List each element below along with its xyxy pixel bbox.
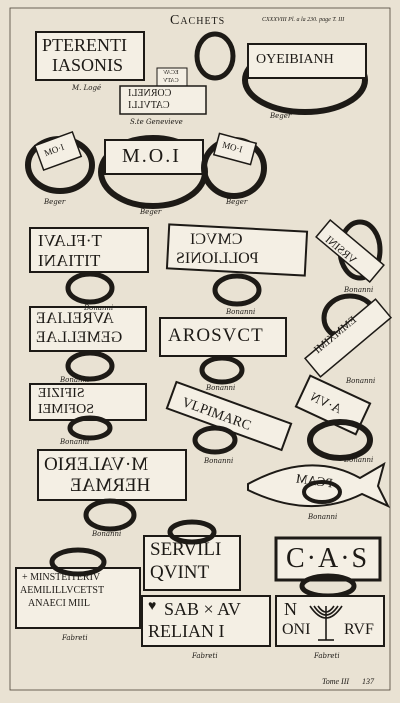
page-number: 137 [362, 677, 374, 686]
minsteit-source: Fabreti [62, 634, 88, 642]
menorah-icon [309, 605, 343, 641]
flavi-stamp [29, 227, 149, 273]
arosuct-text: AROSVCT [168, 325, 264, 346]
pterenti-line2: IASONIS [52, 55, 124, 75]
ring-left-source: Beger [44, 198, 66, 206]
cas-text: C·A·S [286, 543, 370, 574]
oyeibianh-bezel [247, 43, 367, 79]
sab-heart-icon: ♥ [148, 599, 157, 614]
pterenti-stamp [35, 31, 145, 81]
pollionis-source: Bonanni [226, 308, 256, 316]
pcam-source: Bonanni [308, 513, 338, 521]
small-stamp-line2: CATV [163, 78, 179, 84]
plate-title: Cachets [170, 13, 226, 28]
catulli-stamp [119, 85, 207, 115]
avn-source: Bonanni [344, 456, 374, 464]
aureliae-line1: AVRELIAE [36, 310, 114, 327]
moi-source: Beger [140, 208, 162, 216]
minsteit-line3: ANAECI MIIL [28, 598, 90, 609]
moi-bezel [104, 139, 204, 175]
menorah-right: RVF [344, 621, 374, 638]
aureliae-source: Bonanni [60, 376, 90, 384]
ring-right-source: Beger [226, 198, 248, 206]
pcam-fish-stamp [247, 461, 391, 509]
servili-line1: SERVILI [150, 539, 222, 560]
menorah-stamp [275, 595, 385, 647]
sifizie-stamp [29, 383, 147, 421]
valerio-stamp [37, 449, 187, 501]
moi-text: M.O.I [122, 145, 181, 167]
flavi-line1: T·FLAVI [38, 231, 102, 250]
pterenti-source: M. Logé [72, 84, 102, 92]
volume-label: Tome III [322, 677, 350, 686]
rsini-source: Bonanni [344, 286, 374, 294]
pollionis-line2: POLLIONIS [176, 250, 259, 267]
pollionis-line1: CMVCI [190, 231, 243, 248]
pterenti-line1: PTERENTI [42, 35, 127, 55]
flavi-line2: TITIANI [38, 251, 101, 270]
menorah-left-bottom: ONI [282, 621, 311, 638]
arosuct-source: Bonanni [206, 384, 236, 392]
arosuct-stamp [159, 317, 287, 357]
small-stamp-line1: ECAV [163, 70, 179, 76]
avn-stamp [294, 374, 372, 436]
valerio-source: Bonanni [92, 530, 122, 538]
aureliae-line2: GEMELLAE [36, 329, 123, 346]
sifizie-source: Bonanni [60, 438, 90, 446]
emmximi-stamp [303, 298, 393, 378]
valerio-line2: HERMAE [70, 475, 151, 496]
plate-reference: CXXXVIII Pl. a la 230. page T. III [262, 17, 345, 23]
flavi-source: Bonanni [84, 304, 114, 312]
oyeibianh-text: OYEIBIANH [256, 52, 334, 67]
servili-stamp [143, 535, 241, 591]
minsteit-line2: AEMILILLVCETST [20, 585, 105, 596]
sifizie-line1: SIFIZIE [38, 386, 85, 401]
minsteit-line1: + MINSTEITERIV [22, 572, 101, 583]
sab-source: Fabreti [192, 652, 218, 660]
servili-line2: QVINT [150, 562, 210, 583]
plate-border [9, 7, 391, 691]
minsteit-stamp [15, 567, 141, 629]
emmximi-source: Bonanni [346, 377, 376, 385]
ulpimarc-source: Bonanni [204, 457, 234, 465]
valerio-line1: M·VALERIO [44, 454, 149, 475]
catulli-source: S.te Genevieve [130, 118, 183, 126]
menorah-left-top: N [284, 599, 297, 619]
sab-line1: SAB × AV [164, 599, 241, 619]
catulli-line1: CORNELI [128, 88, 172, 99]
sab-line2: RELIAN I [148, 621, 225, 641]
cas-source: Fabreti [314, 652, 340, 660]
catulli-line2: CATVLLI [128, 100, 170, 111]
rsini-stamp [315, 219, 385, 283]
sab-stamp [141, 595, 271, 647]
oyeibianh-source: Beger [270, 112, 292, 120]
sifizie-line2: SOFIMEI [38, 402, 95, 417]
cas-stamp [274, 536, 382, 582]
pollionis-stamp [165, 223, 309, 277]
